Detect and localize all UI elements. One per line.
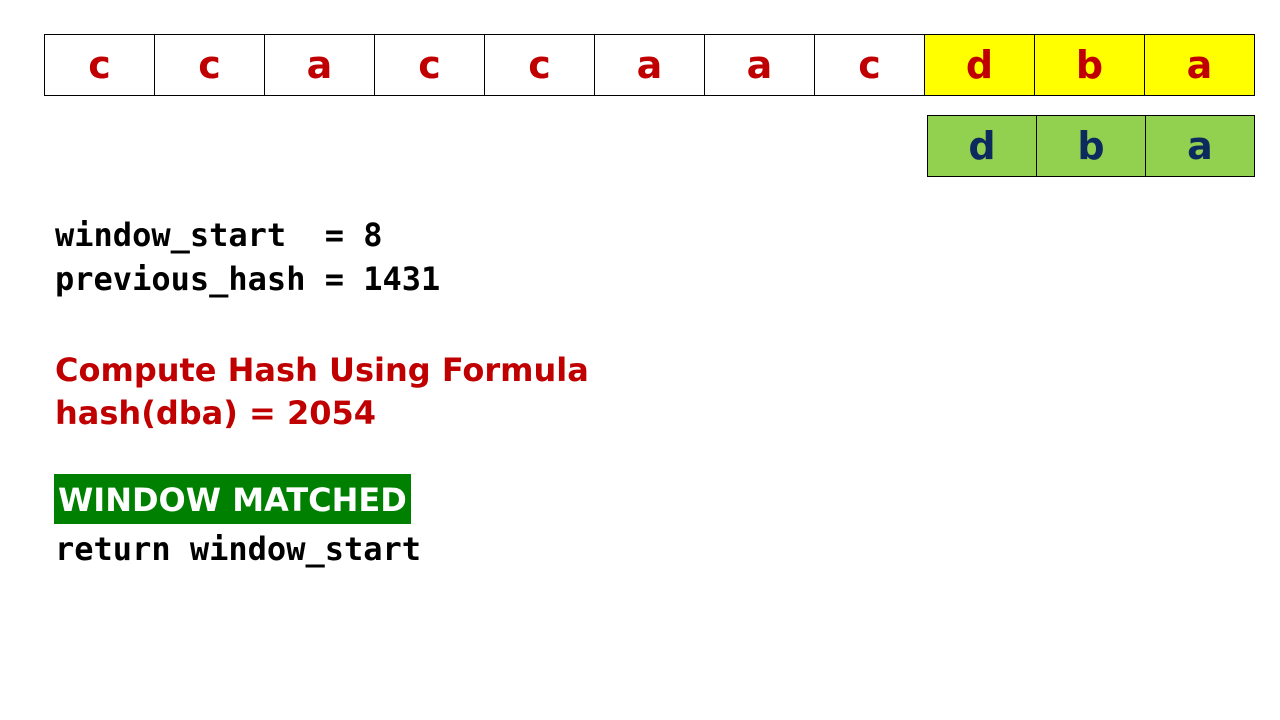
hash-result: hash(dba) = 2054	[55, 394, 377, 432]
text-cell: a	[595, 34, 705, 96]
text-cell: c	[155, 34, 265, 96]
text-cell: a	[265, 34, 375, 96]
pattern-array: d b a	[927, 115, 1255, 177]
window-start-line: window_start = 8	[55, 216, 383, 254]
text-cell: c	[375, 34, 485, 96]
compute-heading: Compute Hash Using Formula	[55, 351, 589, 389]
text-cell: c	[45, 34, 155, 96]
previous-hash-line: previous_hash = 1431	[55, 260, 441, 298]
pattern-cell: b	[1037, 115, 1146, 177]
pattern-cell: a	[1146, 115, 1255, 177]
window-matched-badge: WINDOW MATCHED	[54, 474, 411, 524]
text-cell: d	[925, 34, 1035, 96]
text-cell: c	[485, 34, 595, 96]
text-cell: c	[815, 34, 925, 96]
text-cell: b	[1035, 34, 1145, 96]
text-cell: a	[705, 34, 815, 96]
text-array: c c a c c a a c d b a	[44, 34, 1255, 96]
return-line: return window_start	[55, 530, 422, 568]
pattern-cell: d	[928, 115, 1037, 177]
text-cell: a	[1145, 34, 1255, 96]
